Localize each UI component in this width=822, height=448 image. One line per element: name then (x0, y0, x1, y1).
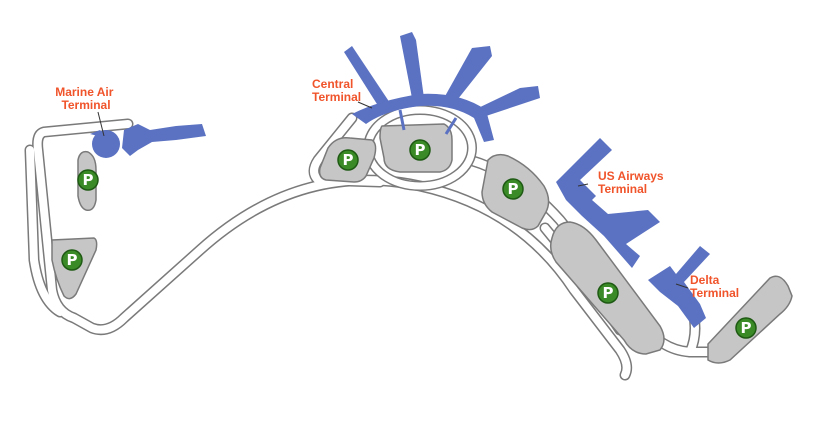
svg-text:P: P (415, 141, 426, 159)
delta-terminal-label: Delta Terminal (690, 273, 739, 300)
us-airways-terminal-building[interactable] (556, 138, 660, 268)
parking-icon[interactable]: P (735, 317, 757, 339)
parking-icon[interactable]: P (409, 139, 431, 161)
parking-icon[interactable]: P (61, 249, 83, 271)
parking-badges: P P P P P P P (61, 139, 757, 339)
svg-text:P: P (603, 284, 614, 302)
svg-text:P: P (83, 171, 94, 189)
parking-icon[interactable]: P (337, 149, 359, 171)
delta-terminal-building[interactable] (648, 246, 710, 328)
us-airways-terminal-label: US Airways Terminal (598, 169, 667, 196)
svg-text:P: P (508, 180, 519, 198)
terminal-labels: Marine Air Terminal Central Terminal US … (55, 77, 739, 300)
marine-air-terminal-label: Marine Air Terminal (55, 85, 117, 112)
parking-icon[interactable]: P (502, 178, 524, 200)
terminal-buildings (90, 32, 710, 328)
parking-icon[interactable]: P (77, 169, 99, 191)
svg-text:P: P (343, 151, 354, 169)
marine-air-terminal-building[interactable] (90, 124, 206, 158)
central-terminal-label: Central Terminal (312, 77, 361, 104)
parking-icon[interactable]: P (597, 282, 619, 304)
svg-text:P: P (67, 251, 78, 269)
central-terminal-building[interactable] (344, 32, 540, 142)
leader-lines (97, 101, 689, 289)
svg-text:P: P (741, 319, 752, 337)
